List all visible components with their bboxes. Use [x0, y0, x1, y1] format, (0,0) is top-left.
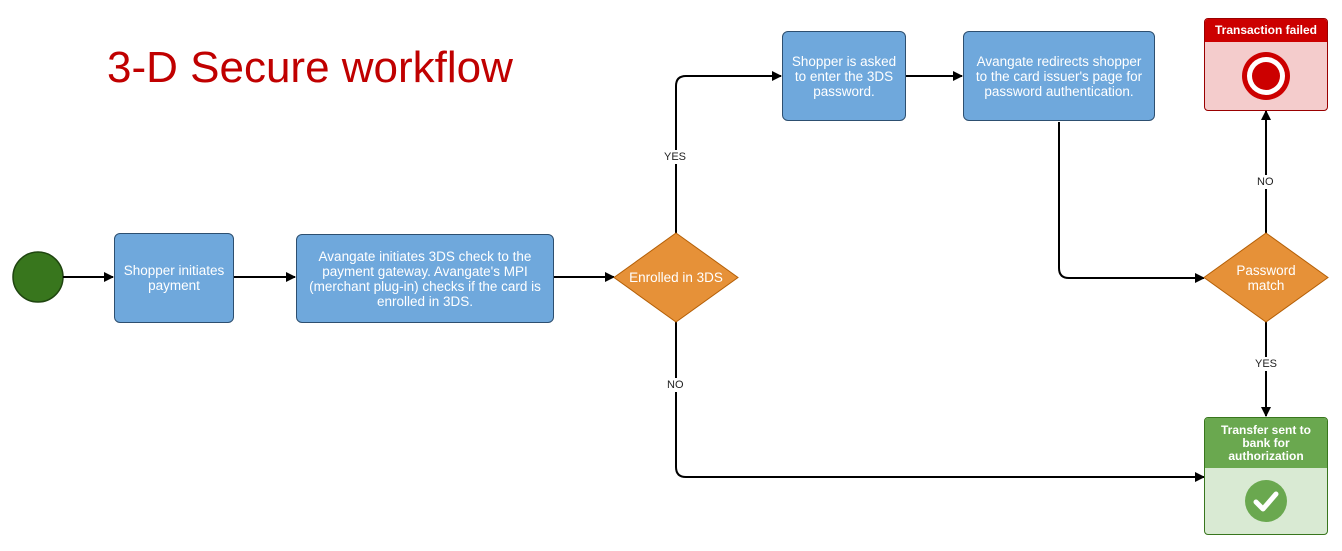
transfer-sent-body	[1205, 468, 1327, 534]
transfer-sent-label: Transfer sent to bank for authorization	[1220, 422, 1312, 463]
asked-password-label: Shopper is asked to enter the 3DS passwo…	[791, 53, 897, 99]
enrolled-no-label: NO	[665, 378, 686, 392]
enrolled-text: Enrolled in 3DS	[629, 269, 723, 285]
arrow-enrolled-no	[675, 322, 1205, 482]
avangate-check-label: Avangate initiates 3DS check to the paym…	[309, 248, 541, 309]
avangate-check-node: Avangate initiates 3DS check to the paym…	[296, 234, 554, 323]
transaction-failed-body	[1205, 42, 1327, 110]
arrow-redirects-to-password	[1058, 122, 1205, 283]
check-circle-icon	[1245, 480, 1287, 522]
stop-circle-icon	[1242, 52, 1290, 100]
transaction-failed-node: Transaction failed	[1204, 18, 1328, 111]
password-no-label: NO	[1255, 175, 1276, 189]
enrolled-decision-shape	[613, 232, 739, 323]
transaction-failed-label: Transaction failed	[1214, 23, 1318, 37]
arrow-enrolled-yes	[675, 71, 782, 233]
diagram-title: 3-D Secure workflow	[107, 43, 513, 92]
password-yes-label: YES	[1253, 357, 1280, 371]
asked-password-node: Shopper is asked to enter the 3DS passwo…	[782, 31, 906, 121]
transfer-sent-node: Transfer sent to bank for authorization	[1204, 417, 1328, 535]
password-decision-label: Password match	[1224, 260, 1308, 296]
transaction-failed-header: Transaction failed	[1205, 19, 1327, 42]
password-match-text: Password match	[1236, 263, 1296, 293]
shopper-initiates-label: Shopper initiates payment	[123, 263, 225, 293]
redirects-label: Avangate redirects shopper to the card i…	[975, 53, 1143, 99]
transfer-sent-header: Transfer sent to bank for authorization	[1205, 418, 1327, 468]
shopper-initiates-node: Shopper initiates payment	[114, 233, 234, 323]
enrolled-decision-label: Enrolled in 3DS	[614, 262, 738, 292]
redirects-node: Avangate redirects shopper to the card i…	[963, 31, 1155, 121]
start-event-icon	[12, 251, 64, 303]
password-decision-shape	[1203, 232, 1329, 323]
enrolled-yes-label: YES	[662, 150, 689, 164]
